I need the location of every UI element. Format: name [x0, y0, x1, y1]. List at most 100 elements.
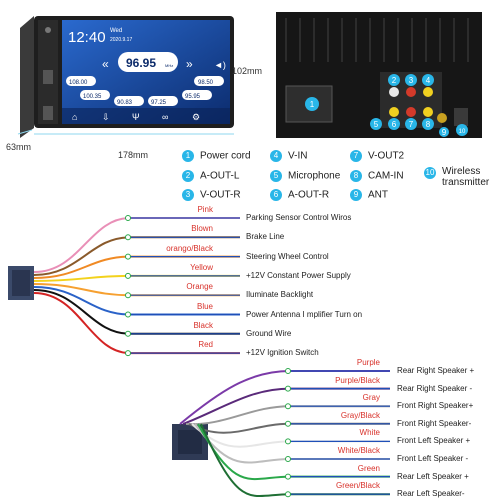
antenna-icon[interactable]: Ψ [132, 112, 140, 122]
legend-label: V-OUT-R [200, 189, 241, 201]
port-number: 9 [442, 128, 447, 137]
port-number: 3 [409, 76, 414, 85]
port-number: 7 [409, 120, 414, 129]
legend-label: V-IN [288, 150, 308, 162]
wireless-module [454, 108, 468, 126]
harness-wire-color: Pink [197, 205, 213, 214]
screen-day: Wed [110, 28, 122, 34]
main-frequency-unit: MHz [165, 63, 173, 68]
power-knob-icon [45, 27, 51, 33]
wire-connector-dot [125, 272, 131, 279]
speaker-wire [200, 423, 390, 498]
loop-icon[interactable]: ∞ [162, 112, 168, 122]
legend-label: Microphone [288, 170, 341, 182]
wire-connector-dot [285, 456, 291, 462]
legend-item: 6 A-OUT-R [270, 189, 329, 201]
port-number: 5 [374, 120, 379, 129]
legend-label: CAM-IN [368, 170, 404, 182]
harness-wire-color: Blown [191, 224, 213, 234]
harness-wire-function: +12V Constant Power Supply [246, 270, 351, 280]
speaker-wire-color: Purple/Black [335, 375, 380, 385]
preset-freq: 95.95 [185, 94, 201, 100]
harness-wire-function: Iluminate Backlight [246, 290, 314, 300]
screen-time: 12:40 [68, 29, 106, 46]
harness-wire-function: Steering Wheel Control [246, 251, 329, 261]
port-number: 1 [310, 100, 315, 109]
speaker-wire-color: Green [357, 463, 380, 473]
usb-port [43, 70, 53, 84]
antenna-socket [437, 113, 447, 123]
unit-side [20, 16, 34, 138]
preset-pill[interactable] [148, 96, 178, 106]
port-badges: 1 2 3 4 5 6 7 8 9 10 [305, 74, 468, 137]
speaker-wire-color: White/Black [337, 446, 380, 455]
volume-icon[interactable]: ◄) [214, 60, 226, 70]
harness-wire-function: Ground Wire [246, 328, 292, 338]
speaker-wire-color: Green/Black [335, 481, 380, 491]
harness-wire-color: Blue [196, 301, 213, 311]
harness-wire-function: Brake Line [246, 232, 285, 242]
harness-wire-color: Orange [186, 282, 213, 292]
preset-pill[interactable] [66, 76, 96, 86]
legend-item: 3 V-OUT-R [182, 189, 241, 201]
download-icon[interactable]: ⇩ [102, 112, 110, 122]
legend-number: 8 [350, 170, 362, 182]
wire-connector-dot [125, 311, 131, 318]
preset-freq: 108.00 [69, 80, 88, 86]
legend-label: Power cord [200, 150, 251, 162]
height-dimension-label: 102mm [232, 66, 263, 76]
prev-arrow-icon[interactable]: « [102, 57, 109, 71]
wire-connector-dot [285, 420, 291, 427]
port-number: 4 [426, 76, 431, 85]
port-number: 10 [459, 129, 466, 135]
preset-pill[interactable] [114, 96, 144, 106]
head-unit-back: 1 2 3 4 5 6 7 8 9 10 [276, 12, 482, 138]
legend-number: 7 [350, 150, 362, 162]
speaker-wire-function: Front Right Speaker+ [397, 401, 474, 411]
speaker-wire-function: Rear Left Speaker- [397, 489, 465, 499]
legend-number: 2 [182, 170, 194, 182]
legend-number: 3 [182, 189, 194, 201]
harness-wire-color: orango/Black [166, 243, 213, 253]
harness-wire-function: +12V Ignition Switch [246, 348, 319, 358]
home-icon[interactable]: ⌂ [72, 112, 77, 122]
speaker-wire-color: White [359, 428, 380, 438]
legend-label: A-OUT-R [288, 189, 330, 201]
preset-freq: 90.83 [117, 100, 133, 106]
wire-connector-dot [125, 234, 131, 241]
wire-connector-dot [285, 385, 291, 392]
preset-pill[interactable] [194, 76, 224, 86]
preset-pill[interactable] [80, 90, 110, 100]
speaker-wire-function: Rear Right Speaker + [397, 366, 475, 375]
screen-date: 2020.9.17 [110, 37, 132, 43]
preset-pill[interactable] [182, 90, 212, 100]
harness-wire-color: Yellow [190, 262, 213, 272]
wire-connector-dot [125, 292, 131, 299]
harness-wire-color: Black [193, 320, 213, 330]
wiring-diagram [8, 215, 390, 498]
speaker-wire-color: Gray/Black [340, 410, 380, 420]
harness-wire [33, 292, 240, 355]
settings-icon[interactable]: ⚙ [192, 112, 200, 122]
wire-connector-dot [125, 253, 131, 260]
wire-connector-dot [285, 491, 291, 498]
power-harness-wires [33, 215, 240, 357]
port-number: 6 [392, 120, 397, 129]
back-panel-drawing: 1 2 3 4 5 6 7 8 9 10 [276, 12, 482, 138]
legend-number: 6 [270, 189, 282, 201]
legend-label: Wireless transmitter [442, 166, 490, 188]
iso-connector [285, 85, 333, 123]
next-arrow-icon[interactable]: » [186, 57, 193, 71]
wire-connector-dot [285, 368, 291, 374]
depth-dimension-label: 63mm [6, 142, 32, 152]
wire-connector-dot [125, 215, 131, 221]
head-unit-front: 12:40 Wed 2020.9.17 96.95 MHz « » 108.00… [14, 10, 237, 140]
main-frequency-pill[interactable] [118, 52, 178, 72]
wire-connector-dot [285, 403, 291, 410]
